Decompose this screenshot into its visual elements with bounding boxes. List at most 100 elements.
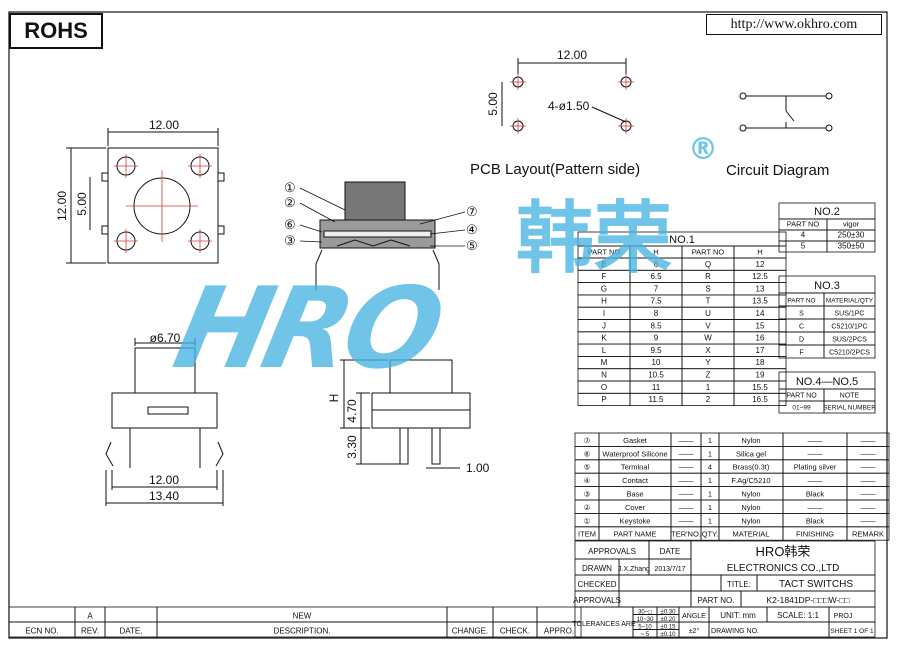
bom-row-text: ——	[679, 476, 695, 485]
no2-header-text: PART NO	[787, 220, 820, 229]
top-width-dim: 12.00	[149, 118, 179, 132]
bom-row-text: Black	[806, 490, 825, 499]
tb-tol-range: 5~10	[638, 625, 652, 631]
bom-row-text: ——	[861, 449, 877, 458]
no1-row-text: 6.5	[650, 272, 662, 281]
bom-row-text: ——	[861, 503, 877, 512]
watermark-registered: ®	[688, 132, 718, 167]
tb-tol-value: ±0.20	[661, 617, 677, 623]
no3-row-text: C	[799, 324, 804, 331]
tb-tol-range: 10~30	[637, 617, 655, 623]
rev-header-text: CHECK.	[500, 627, 530, 636]
rev-header-text: CHANGE.	[452, 627, 488, 636]
no1-row-text: X	[705, 346, 711, 355]
no1-row-text: 9.5	[650, 346, 662, 355]
tb-sheet: SHEET 1 OF 1	[830, 628, 874, 635]
no3-header-text: MATERIAL/QTY	[826, 298, 874, 305]
no3-title: NO.3	[814, 280, 840, 292]
tb-tol-range: 30~□	[638, 610, 652, 616]
no1-row-text: W	[704, 334, 712, 343]
bom-row-text: Nylon	[741, 516, 760, 525]
no3-row-text: S	[799, 311, 804, 318]
no3-header-text: PART NO	[787, 298, 815, 305]
bom-header-text: QTY.	[702, 530, 719, 539]
bom-row-text: Silica gel	[736, 449, 766, 458]
rev-row-cell	[492, 606, 538, 623]
callout-7: ⑦	[466, 204, 478, 219]
no1-row-text: V	[705, 321, 711, 330]
tb-drawn-by: J.X.Zhang	[618, 566, 650, 573]
rohs-badge: ROHS	[9, 13, 103, 49]
pcb-hole-dim: 4-ø1.50	[548, 99, 590, 113]
bom-row-text: ——	[861, 516, 877, 525]
bom-row-text: 4	[708, 463, 712, 472]
bom-row-text: ③	[584, 490, 591, 499]
no1-row-text: U	[705, 309, 711, 318]
bom-row-text: Nylon	[741, 503, 760, 512]
tb-proj: PROJ	[834, 613, 853, 620]
bom-row-text: Keystoke	[620, 516, 651, 525]
no1-row-text: 17	[756, 346, 765, 355]
top-pitch-dim: 5.00	[75, 192, 89, 216]
bom-row-text: Plating silver	[794, 463, 837, 472]
website-url[interactable]: http://www.okhro.com	[706, 14, 882, 35]
no1-row-text: 12	[756, 260, 765, 269]
no1-row-text: 18	[756, 358, 765, 367]
bom-row-text: ——	[808, 436, 824, 445]
rev-row-text: NEW	[293, 612, 312, 621]
no45-row-text: 01~99	[792, 405, 811, 412]
bom-header-text: TER'NO.	[671, 530, 701, 539]
no1-header-text: H	[653, 248, 658, 257]
top-view	[66, 128, 225, 264]
no3-row-cell	[823, 344, 876, 359]
tb-angle-label: ANGLE	[682, 613, 706, 620]
no1-row-text: L	[602, 346, 607, 355]
no1-row-text: 7	[654, 284, 659, 293]
tb-tol-value: ±0.30	[661, 610, 677, 616]
no45-title: NO.4—NO.5	[796, 376, 858, 388]
pcb-layout	[501, 58, 634, 134]
no2-row-text: 4	[801, 231, 806, 240]
no1-row-text: F	[602, 272, 607, 281]
pcb-layout-label: PCB Layout(Pattern side)	[470, 161, 640, 178]
bom-header-text: REMARK	[852, 530, 884, 539]
tb-cell	[690, 574, 722, 592]
bom-row-text: 1	[708, 476, 712, 485]
bom-header-text: FINISHING	[796, 530, 834, 539]
tb-company: ELECTRONICS CO.,LTD	[727, 563, 840, 574]
bom-row-text: ⑥	[584, 449, 591, 458]
bom-row-text: Waterproof Silicone	[602, 449, 667, 458]
no1-row-text: 8.5	[650, 321, 662, 330]
no1-row-text: 12.5	[752, 272, 768, 281]
no1-row-text: Q	[705, 260, 711, 269]
rev-header-text: ECN NO.	[25, 627, 58, 636]
no3-row-text: D	[799, 337, 804, 344]
circuit-diagram	[739, 92, 833, 132]
callout-6: ⑥	[284, 217, 296, 232]
no1-row-text: I	[603, 309, 605, 318]
tb-partno-label: PART NO.	[698, 596, 735, 605]
tb-drawn-date: 2013/7/17	[654, 566, 685, 573]
bom-row-text: ——	[679, 436, 695, 445]
no45-header-text: PART NO	[786, 393, 817, 400]
no1-row-text: N	[601, 371, 607, 380]
front-width-dim: 12.00	[149, 473, 179, 487]
bom-row-text: ②	[584, 503, 591, 512]
bom-row-text: ①	[584, 516, 591, 525]
bom-row-text: 1	[708, 490, 712, 499]
bom-row-text: Brass(0.3t)	[733, 463, 770, 472]
no3-row-text: F	[799, 350, 803, 357]
cap-diameter-dim: ø6.70	[150, 331, 181, 345]
bom-row-text: ——	[808, 503, 824, 512]
bom-row-text: 1	[708, 449, 712, 458]
bom-row-text: ——	[861, 490, 877, 499]
no3-row-text: C5210/2PCS	[829, 350, 870, 357]
no1-row-text: 13.5	[752, 297, 768, 306]
no1-row-text: 16	[756, 334, 765, 343]
side-h2-dim: 3.30	[345, 435, 359, 459]
tb-approvals2: APPROVALS	[573, 596, 621, 605]
bom-row-text: Cover	[625, 503, 646, 512]
tb-date: DATE	[660, 547, 681, 556]
